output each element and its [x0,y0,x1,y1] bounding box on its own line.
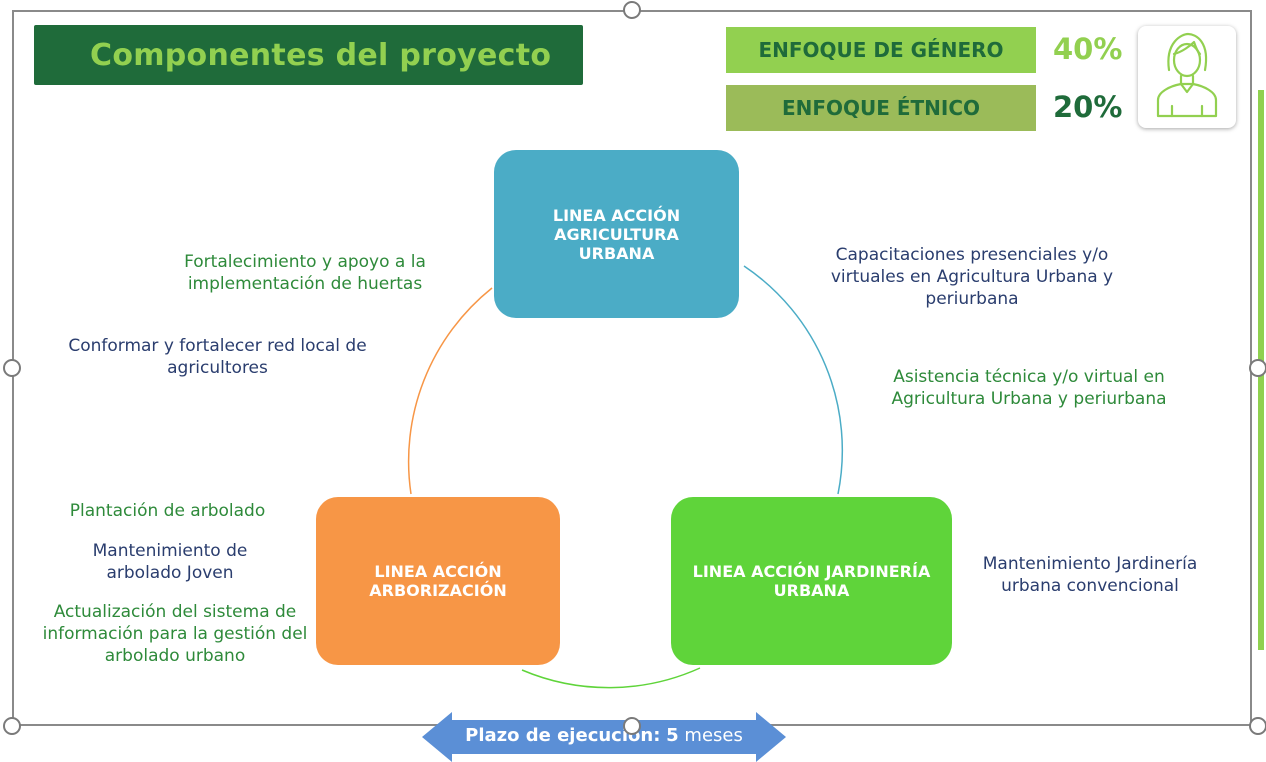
woman-user-icon [1156,32,1218,118]
connector-green [521,667,701,689]
node-agricultura-urbana[interactable]: LINEA ACCIÓN AGRICULTURA URBANA [494,150,739,318]
enfoque-genero-badge: ENFOQUE DE GÉNERO [726,27,1036,73]
connector-blue [743,265,844,495]
note-fortalecimiento: Fortalecimiento y apoyo a la implementac… [184,252,426,294]
resize-handle-left[interactable] [3,359,21,377]
connector-orange [407,287,493,495]
resize-handle-top[interactable] [623,1,641,19]
note-capacitaciones: Capacitaciones presenciales y/o virtuale… [830,245,1114,309]
node-jardineria-label: LINEA ACCIÓN JARDINERÍA URBANA [692,562,931,600]
enfoque-genero-label: ENFOQUE DE GÉNERO [758,38,1004,62]
resize-handle-bottom[interactable] [623,717,641,735]
node-arborizacion-label: LINEA ACCIÓN ARBORIZACIÓN [369,562,507,600]
plazo-text: Plazo de ejecución: 5 meses [422,725,786,746]
plazo-arrow [422,712,786,762]
plazo-label: Plazo de ejecución: [465,725,661,746]
note-mantenimiento-jardineria: Mantenimiento Jardinería urbana convenci… [982,554,1198,596]
note-conformar-red: Conformar y fortalecer red local de agri… [68,336,367,378]
node-jardineria-urbana[interactable]: LINEA ACCIÓN JARDINERÍA URBANA [671,497,952,665]
note-actualizacion: Actualización del sistema de información… [42,602,308,666]
page-title: Componentes del proyecto [90,37,552,73]
enfoque-etnico-badge: ENFOQUE ÉTNICO [726,85,1036,131]
avatar-card [1138,26,1236,128]
enfoque-etnico-percent: 20% [1053,90,1123,124]
note-plantacion: Plantación de arbolado [69,501,266,521]
title-banner: Componentes del proyecto [34,25,583,85]
enfoque-etnico-label: ENFOQUE ÉTNICO [781,96,981,120]
node-agricultura-label: LINEA ACCIÓN AGRICULTURA URBANA [552,205,681,263]
plazo-unit: meses [684,725,743,746]
plazo-value: 5 [666,725,679,746]
enfoque-genero-percent: 40% [1053,32,1123,66]
note-mantenimiento-arbolado: Mantenimiento de arbolado Joven [92,541,248,583]
node-arborizacion[interactable]: LINEA ACCIÓN ARBORIZACIÓN [316,497,560,665]
note-asistencia: Asistencia técnica y/o virtual en Agricu… [891,367,1167,409]
resize-handle-bottom-left[interactable] [3,717,21,735]
